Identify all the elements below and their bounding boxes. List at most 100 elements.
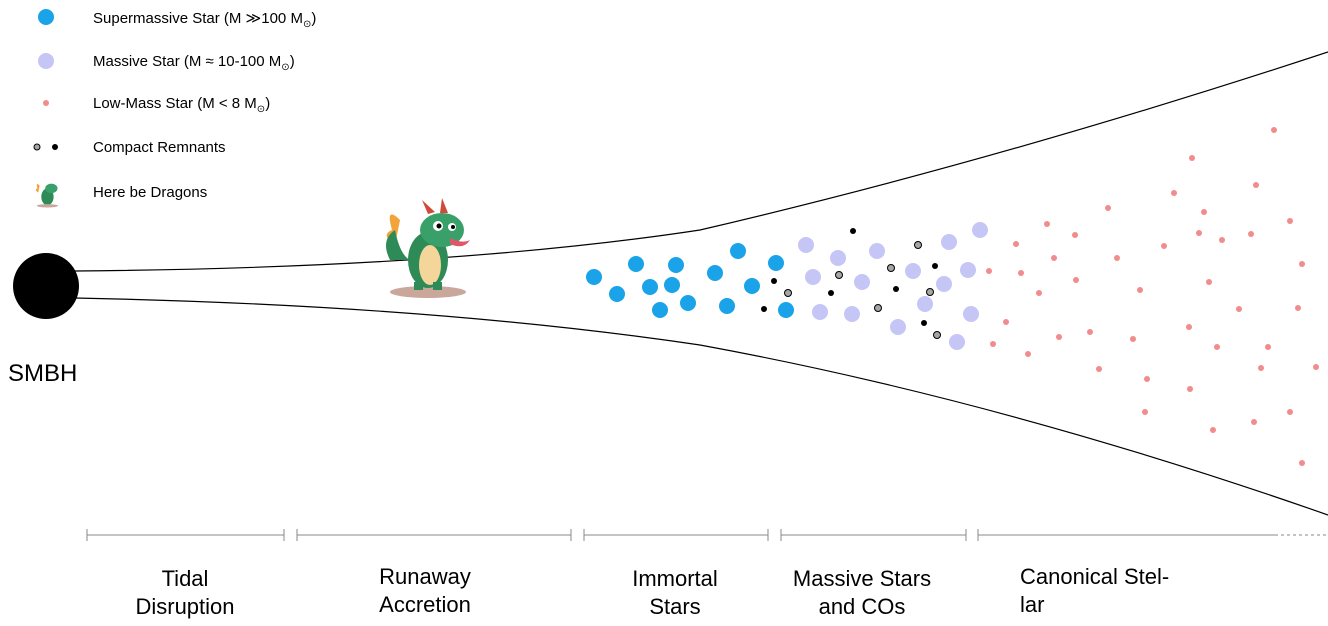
lowmass-star <box>986 268 992 274</box>
legend-dragon-icon <box>35 183 59 208</box>
massive-star <box>844 306 860 322</box>
legend-label-remnants: Compact Remnants <box>93 139 226 156</box>
lowmass-star <box>1299 261 1305 267</box>
remnant-grey <box>914 241 922 249</box>
lowmass-star <box>1056 334 1062 340</box>
supermassive-star <box>668 257 684 273</box>
supermassive-star <box>586 269 602 285</box>
lowmass-star <box>1206 279 1212 285</box>
supermassive-star <box>778 302 794 318</box>
upper-boundary-line <box>74 51 1328 272</box>
lowmass-star <box>1013 241 1019 247</box>
massive-star <box>963 306 979 322</box>
lower-boundary-line <box>74 297 1328 516</box>
supermassive-star <box>642 279 658 295</box>
lowmass-star <box>1161 243 1167 249</box>
massive-star <box>936 276 952 292</box>
remnant-dark <box>932 263 938 269</box>
massive-star <box>941 234 957 250</box>
remnant-dark <box>771 278 777 284</box>
lowmass-star <box>1295 305 1301 311</box>
lowmass-star <box>1251 419 1257 425</box>
lowmass-star <box>1137 287 1143 293</box>
lowmass-star <box>1287 409 1293 415</box>
lowmass-star <box>1236 306 1242 312</box>
massive-star <box>830 250 846 266</box>
lowmass-star <box>1210 427 1216 433</box>
legend-label-supermassive: Supermassive Star (M ≫100 M⊙) <box>93 10 317 30</box>
supermassive-star <box>744 278 760 294</box>
lowmass-star <box>1036 290 1042 296</box>
massive-star <box>805 269 821 285</box>
lowmass-star <box>1299 460 1305 466</box>
legend-marker-supermassive <box>38 9 54 25</box>
massive-star <box>812 304 828 320</box>
supermassive-star <box>664 277 680 293</box>
supermassive-star <box>719 298 735 314</box>
remnant-grey <box>784 289 792 297</box>
lowmass-star <box>1258 365 1264 371</box>
lowmass-star <box>990 341 996 347</box>
legend-marker-remnant-dark <box>52 144 58 150</box>
massive-star <box>949 334 965 350</box>
lowmass-star <box>1072 232 1078 238</box>
remnant-grey <box>926 288 934 296</box>
remnant-grey <box>835 271 843 279</box>
lowmass-star <box>1253 182 1259 188</box>
lowmass-star <box>1187 386 1193 392</box>
legend-marker-remnant-grey <box>33 143 41 151</box>
remnant-grey <box>933 331 941 339</box>
lowmass-star <box>1025 351 1031 357</box>
supermassive-star <box>768 255 784 271</box>
lowmass-star <box>1003 319 1009 325</box>
lowmass-star <box>1214 344 1220 350</box>
lowmass-star <box>1144 376 1150 382</box>
massive-star <box>890 319 906 335</box>
supermassive-star <box>628 256 644 272</box>
lowmass-star <box>1114 255 1120 261</box>
lowmass-star <box>1287 218 1293 224</box>
lowmass-star <box>1096 366 1102 372</box>
legend-label-dragons: Here be Dragons <box>93 184 208 201</box>
lowmass-star <box>1313 364 1319 370</box>
legend-label-lowmass: Low-Mass Star (M < 8 M⊙) <box>93 95 271 115</box>
lowmass-star <box>1189 155 1195 161</box>
remnant-dark <box>850 228 856 234</box>
lowmass-star <box>1087 329 1093 335</box>
remnant-grey <box>887 264 895 272</box>
star-population <box>586 127 1319 466</box>
lowmass-star <box>1142 409 1148 415</box>
remnant-dark <box>761 306 767 312</box>
lowmass-star <box>1248 231 1254 237</box>
lowmass-star <box>1051 255 1057 261</box>
lowmass-star <box>1018 270 1024 276</box>
lowmass-star <box>1105 205 1111 211</box>
supermassive-star <box>707 265 723 281</box>
lowmass-star <box>1219 237 1225 243</box>
massive-star <box>972 222 988 238</box>
lowmass-star <box>1265 344 1271 350</box>
massive-star <box>869 243 885 259</box>
remnant-grey <box>874 304 882 312</box>
supermassive-star <box>609 286 625 302</box>
remnant-dark <box>893 286 899 292</box>
supermassive-star <box>730 243 746 259</box>
lowmass-star <box>1171 190 1177 196</box>
legend-label-massive: Massive Star (M ≈ 10-100 M⊙) <box>93 53 295 73</box>
legend-marker-massive <box>38 53 54 69</box>
lowmass-star <box>1196 230 1202 236</box>
region-axis <box>86 529 1326 541</box>
lowmass-star <box>1073 277 1079 283</box>
supermassive-star <box>652 302 668 318</box>
black-hole-icon <box>13 253 79 319</box>
massive-star <box>905 263 921 279</box>
smbh-label: SMBH <box>8 360 78 387</box>
remnant-dark <box>921 320 927 326</box>
remnant-dark <box>828 290 834 296</box>
dragon-icon <box>386 198 470 298</box>
